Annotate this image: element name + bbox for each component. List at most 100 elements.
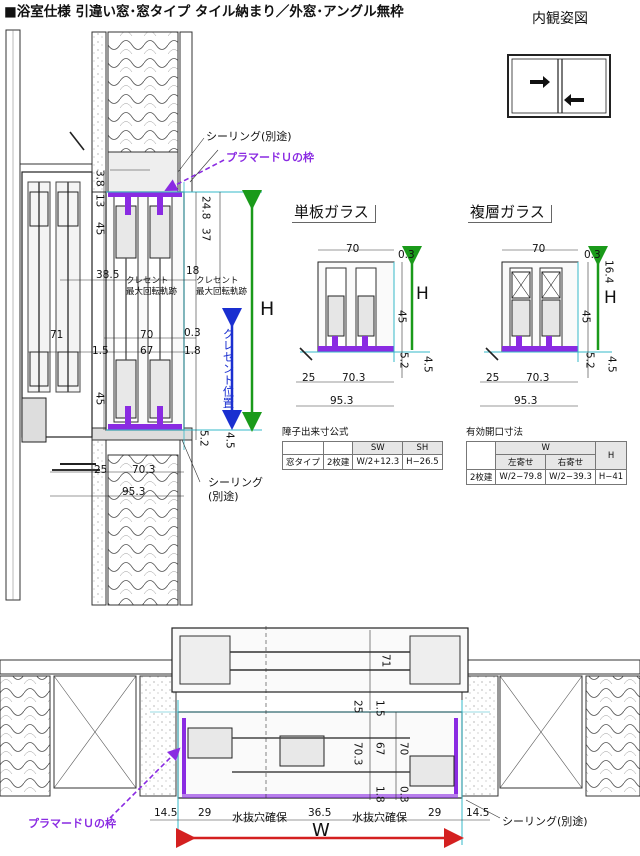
inner-view-diagram	[507, 54, 611, 118]
vertical-section-drawing	[5, 29, 262, 606]
table-header-sw: SW	[352, 441, 404, 455]
drain-hole-label-left: 水抜穴確保	[232, 811, 287, 824]
plamard-label-top: プラマードＵの枠	[226, 151, 314, 164]
dg-dim-25: 25	[486, 372, 500, 384]
shoji-formula-caption: 障子出来寸公式	[282, 427, 349, 438]
dim-0-3: 0.3	[184, 327, 201, 339]
plan-dim-67: 67	[373, 742, 386, 756]
opening-size-caption: 有効開口寸法	[466, 427, 524, 438]
inner-view-title: 内観姿図	[532, 11, 588, 27]
table-row: 2枚建 W/2−79.8 W/2−39.3 H−41	[465, 469, 628, 485]
dg-H-label: H	[604, 288, 617, 308]
dim-13: 13	[93, 194, 106, 208]
sg-dim-4-5: 4.5	[421, 356, 434, 373]
plan-dim-71: 71	[379, 654, 392, 668]
plan-dim-1-5: 1.5	[373, 700, 386, 717]
sg-dim-0-3: 0.3	[398, 249, 415, 261]
table-row: 窓タイプ 2枚建 W/2+12.3 H−26.5	[281, 454, 443, 470]
plan-dim-36-5: 36.5	[308, 807, 332, 819]
page-title: ■浴室仕様 引違い窓･窓タイプ タイル納まり／外窓･アングル無枠	[4, 4, 404, 20]
drain-hole-label-right: 水抜穴確保	[352, 811, 407, 824]
plan-dim-25: 25	[351, 700, 364, 714]
table-row: 左寄せ 右寄せ	[467, 454, 627, 470]
crescent-position-label: クレセント位置	[221, 328, 236, 409]
table-cell: W/2−79.8	[495, 469, 547, 485]
dim-38-5: 38.5	[96, 269, 120, 281]
plan-dim-1-8: 1.8	[373, 786, 386, 803]
table-cell	[323, 441, 354, 455]
table-row: W H	[465, 441, 628, 470]
dg-dim-70-3: 70.3	[526, 372, 550, 384]
plan-dim-14-5-right: 14.5	[466, 807, 490, 819]
double-glass-drawing	[480, 246, 612, 407]
table-cell: 窓タイプ	[281, 454, 325, 470]
opening-size-table: W H 左寄せ 右寄せ 2枚建 W/2−79.8 W/2−39.3 H−41	[465, 441, 628, 485]
dim-45-bottom: 45	[93, 392, 106, 406]
sg-dim-70: 70	[346, 243, 360, 255]
dg-dim-4-5: 4.5	[605, 356, 618, 373]
table-cell: 2枚建	[323, 454, 354, 470]
plan-plamard-label: プラマードＵの枠	[28, 817, 116, 830]
dim-37: 37	[199, 228, 212, 242]
plan-dim-70-3: 70.3	[351, 742, 364, 766]
plan-dim-70: 70	[397, 742, 410, 756]
single-glass-title: 単板ガラス	[292, 205, 376, 223]
table-header-h: H	[594, 441, 628, 470]
plan-dim-0-3: 0.3	[397, 786, 410, 803]
dim-3-8: 3.8	[93, 170, 106, 187]
dim-71: 71	[50, 329, 64, 341]
double-glass-title: 複層ガラス	[468, 205, 552, 223]
dg-dim-16-4: 16.4	[602, 260, 615, 284]
crescent-trajectory-label-b: クレセント 最大回転軌跡	[196, 276, 248, 297]
single-glass-drawing	[296, 246, 430, 407]
dim-18: 18	[186, 265, 200, 277]
arrow-right-icon	[530, 76, 550, 88]
table-cell: 2枚建	[465, 469, 497, 485]
dim-25: 25	[94, 464, 108, 476]
arrow-left-icon	[564, 94, 584, 106]
dim-5-2: 5.2	[197, 430, 210, 447]
sg-H-label: H	[416, 284, 429, 304]
table-header-sh: SH	[402, 441, 443, 455]
dim-1-5: 1.5	[92, 345, 109, 357]
table-cell: H−26.5	[402, 454, 443, 470]
plan-section-drawing	[0, 626, 640, 848]
table-cell	[281, 441, 325, 455]
crescent-trajectory-label-a: クレセント 最大回転軌跡	[126, 276, 178, 297]
table-cell: W/2+12.3	[352, 454, 404, 470]
dg-dim-70: 70	[532, 243, 546, 255]
sg-dim-70-3: 70.3	[342, 372, 366, 384]
plan-sealing-label: シーリング(別途)	[502, 815, 588, 828]
table-cell: W/2−39.3	[545, 469, 596, 485]
plan-dim-29-left: 29	[198, 807, 212, 819]
table-subheader-right: 右寄せ	[545, 454, 596, 470]
table-header-w: W	[495, 441, 596, 455]
sg-dim-45: 45	[395, 310, 408, 324]
dg-dim-5-2: 5.2	[583, 352, 596, 369]
table-cell: H−41	[594, 469, 628, 485]
table-cell	[465, 441, 497, 470]
sg-dim-95-3: 95.3	[330, 395, 354, 407]
shoji-formula-table: SW SH 窓タイプ 2枚建 W/2+12.3 H−26.5	[281, 441, 443, 470]
dim-67: 67	[140, 345, 154, 357]
sealing-label-top: シーリング(別途)	[206, 130, 292, 143]
dim-4-5: 4.5	[223, 432, 236, 449]
sg-dim-25: 25	[302, 372, 316, 384]
sg-dim-5-2: 5.2	[397, 352, 410, 369]
width-W-label: W	[312, 820, 330, 841]
table-subheader-left: 左寄せ	[495, 454, 547, 470]
plan-dim-14-5-left: 14.5	[154, 807, 178, 819]
dg-dim-0-3: 0.3	[584, 249, 601, 261]
table-row: SW SH	[281, 441, 443, 455]
dim-1-8: 1.8	[184, 345, 201, 357]
dim-70: 70	[140, 329, 154, 341]
plan-dim-29-right: 29	[428, 807, 442, 819]
dim-24-8: 24.8	[199, 196, 212, 220]
dim-70-3: 70.3	[132, 464, 156, 476]
dg-dim-45: 45	[579, 310, 592, 324]
height-H-label: H	[260, 298, 275, 320]
dim-45-top: 45	[93, 222, 106, 236]
dg-dim-95-3: 95.3	[514, 395, 538, 407]
dim-95-3: 95.3	[122, 486, 146, 498]
